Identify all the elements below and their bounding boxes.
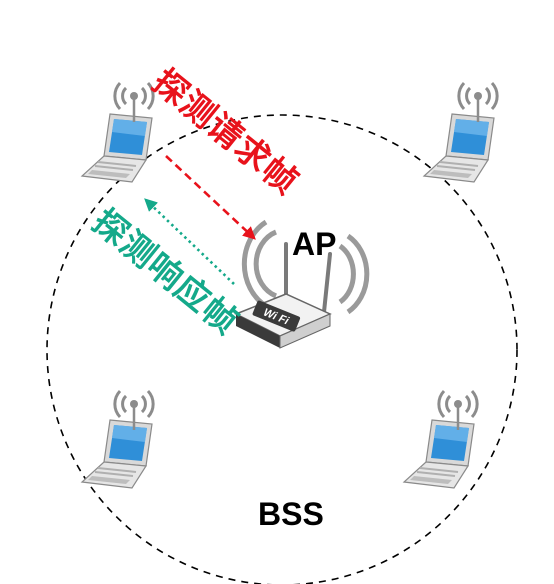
- wifi-router-icon: Wi Fi: [234, 242, 332, 349]
- probe-response-arrow: [144, 198, 235, 285]
- ap-signal-right-icon: [338, 233, 370, 315]
- laptop-icon: [81, 419, 153, 489]
- station-top-left: [81, 81, 155, 183]
- station-bottom-left: [81, 389, 155, 489]
- probe-request-arrow: [165, 155, 256, 240]
- access-point: Wi Fi: [234, 219, 370, 349]
- laptop-icon: [81, 113, 153, 183]
- station-bottom-right: [403, 389, 479, 489]
- ap-signal-left-icon: [241, 219, 278, 309]
- station-top-right: [423, 81, 499, 183]
- laptop-icon: [423, 113, 495, 183]
- ap-label: AP: [292, 226, 337, 262]
- laptop-icon: [403, 419, 475, 489]
- bss-boundary: [46, 114, 518, 584]
- bss-label: BSS: [258, 496, 324, 532]
